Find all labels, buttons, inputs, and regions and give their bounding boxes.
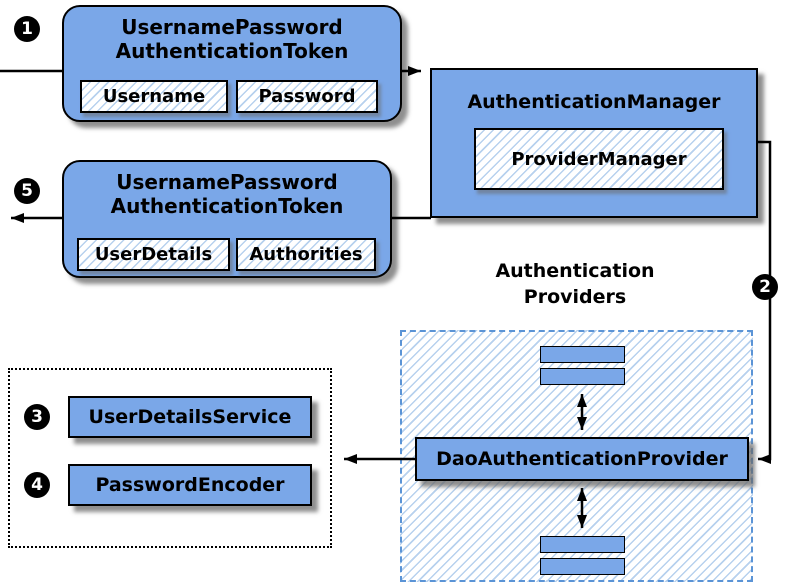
provider-placeholder-bar [540, 346, 625, 363]
authentication-manager-box: AuthenticationManager ProviderManager [430, 68, 758, 218]
authentication-manager-title: AuthenticationManager [467, 91, 721, 113]
user-details-field: UserDetails [77, 238, 230, 271]
provider-placeholder-bar [540, 536, 625, 553]
authorities-field: Authorities [236, 238, 376, 271]
manager-to-provider-arrow [758, 140, 772, 464]
token-request-title-line1: UsernamePassword [121, 15, 343, 39]
step-1-badge: 1 [14, 16, 40, 42]
token-result-title: UsernamePassword AuthenticationToken [64, 170, 390, 218]
step-3-badge: 3 [24, 404, 50, 430]
authentication-providers-label-line2: Providers [523, 286, 627, 308]
password-encoder-box: PasswordEncoder [68, 464, 312, 506]
step-5-badge: 5 [14, 178, 40, 204]
password-field: Password [236, 80, 378, 113]
username-password-token-result-box: UsernamePassword AuthenticationToken Use… [62, 160, 392, 278]
username-field: Username [80, 80, 228, 113]
username-password-token-request-box: UsernamePassword AuthenticationToken Use… [62, 5, 402, 122]
step-4-badge: 4 [24, 472, 50, 498]
token-result-title-line1: UsernamePassword [116, 170, 338, 194]
dao-authentication-provider-box: DaoAuthenticationProvider [415, 437, 749, 481]
token-result-title-line2: AuthenticationToken [110, 194, 344, 218]
token-request-title: UsernamePassword AuthenticationToken [64, 15, 400, 63]
provider-placeholder-bar [540, 368, 625, 385]
services-container [8, 368, 332, 548]
token-request-title-line2: AuthenticationToken [115, 39, 349, 63]
provider-manager-box: ProviderManager [474, 128, 724, 190]
authentication-providers-label-line1: Authentication [495, 260, 655, 282]
provider-placeholder-bar [540, 558, 625, 575]
user-details-service-box: UserDetailsService [68, 396, 312, 438]
authentication-providers-label: Authentication Providers [455, 258, 695, 310]
step-2-badge: 2 [752, 274, 778, 300]
